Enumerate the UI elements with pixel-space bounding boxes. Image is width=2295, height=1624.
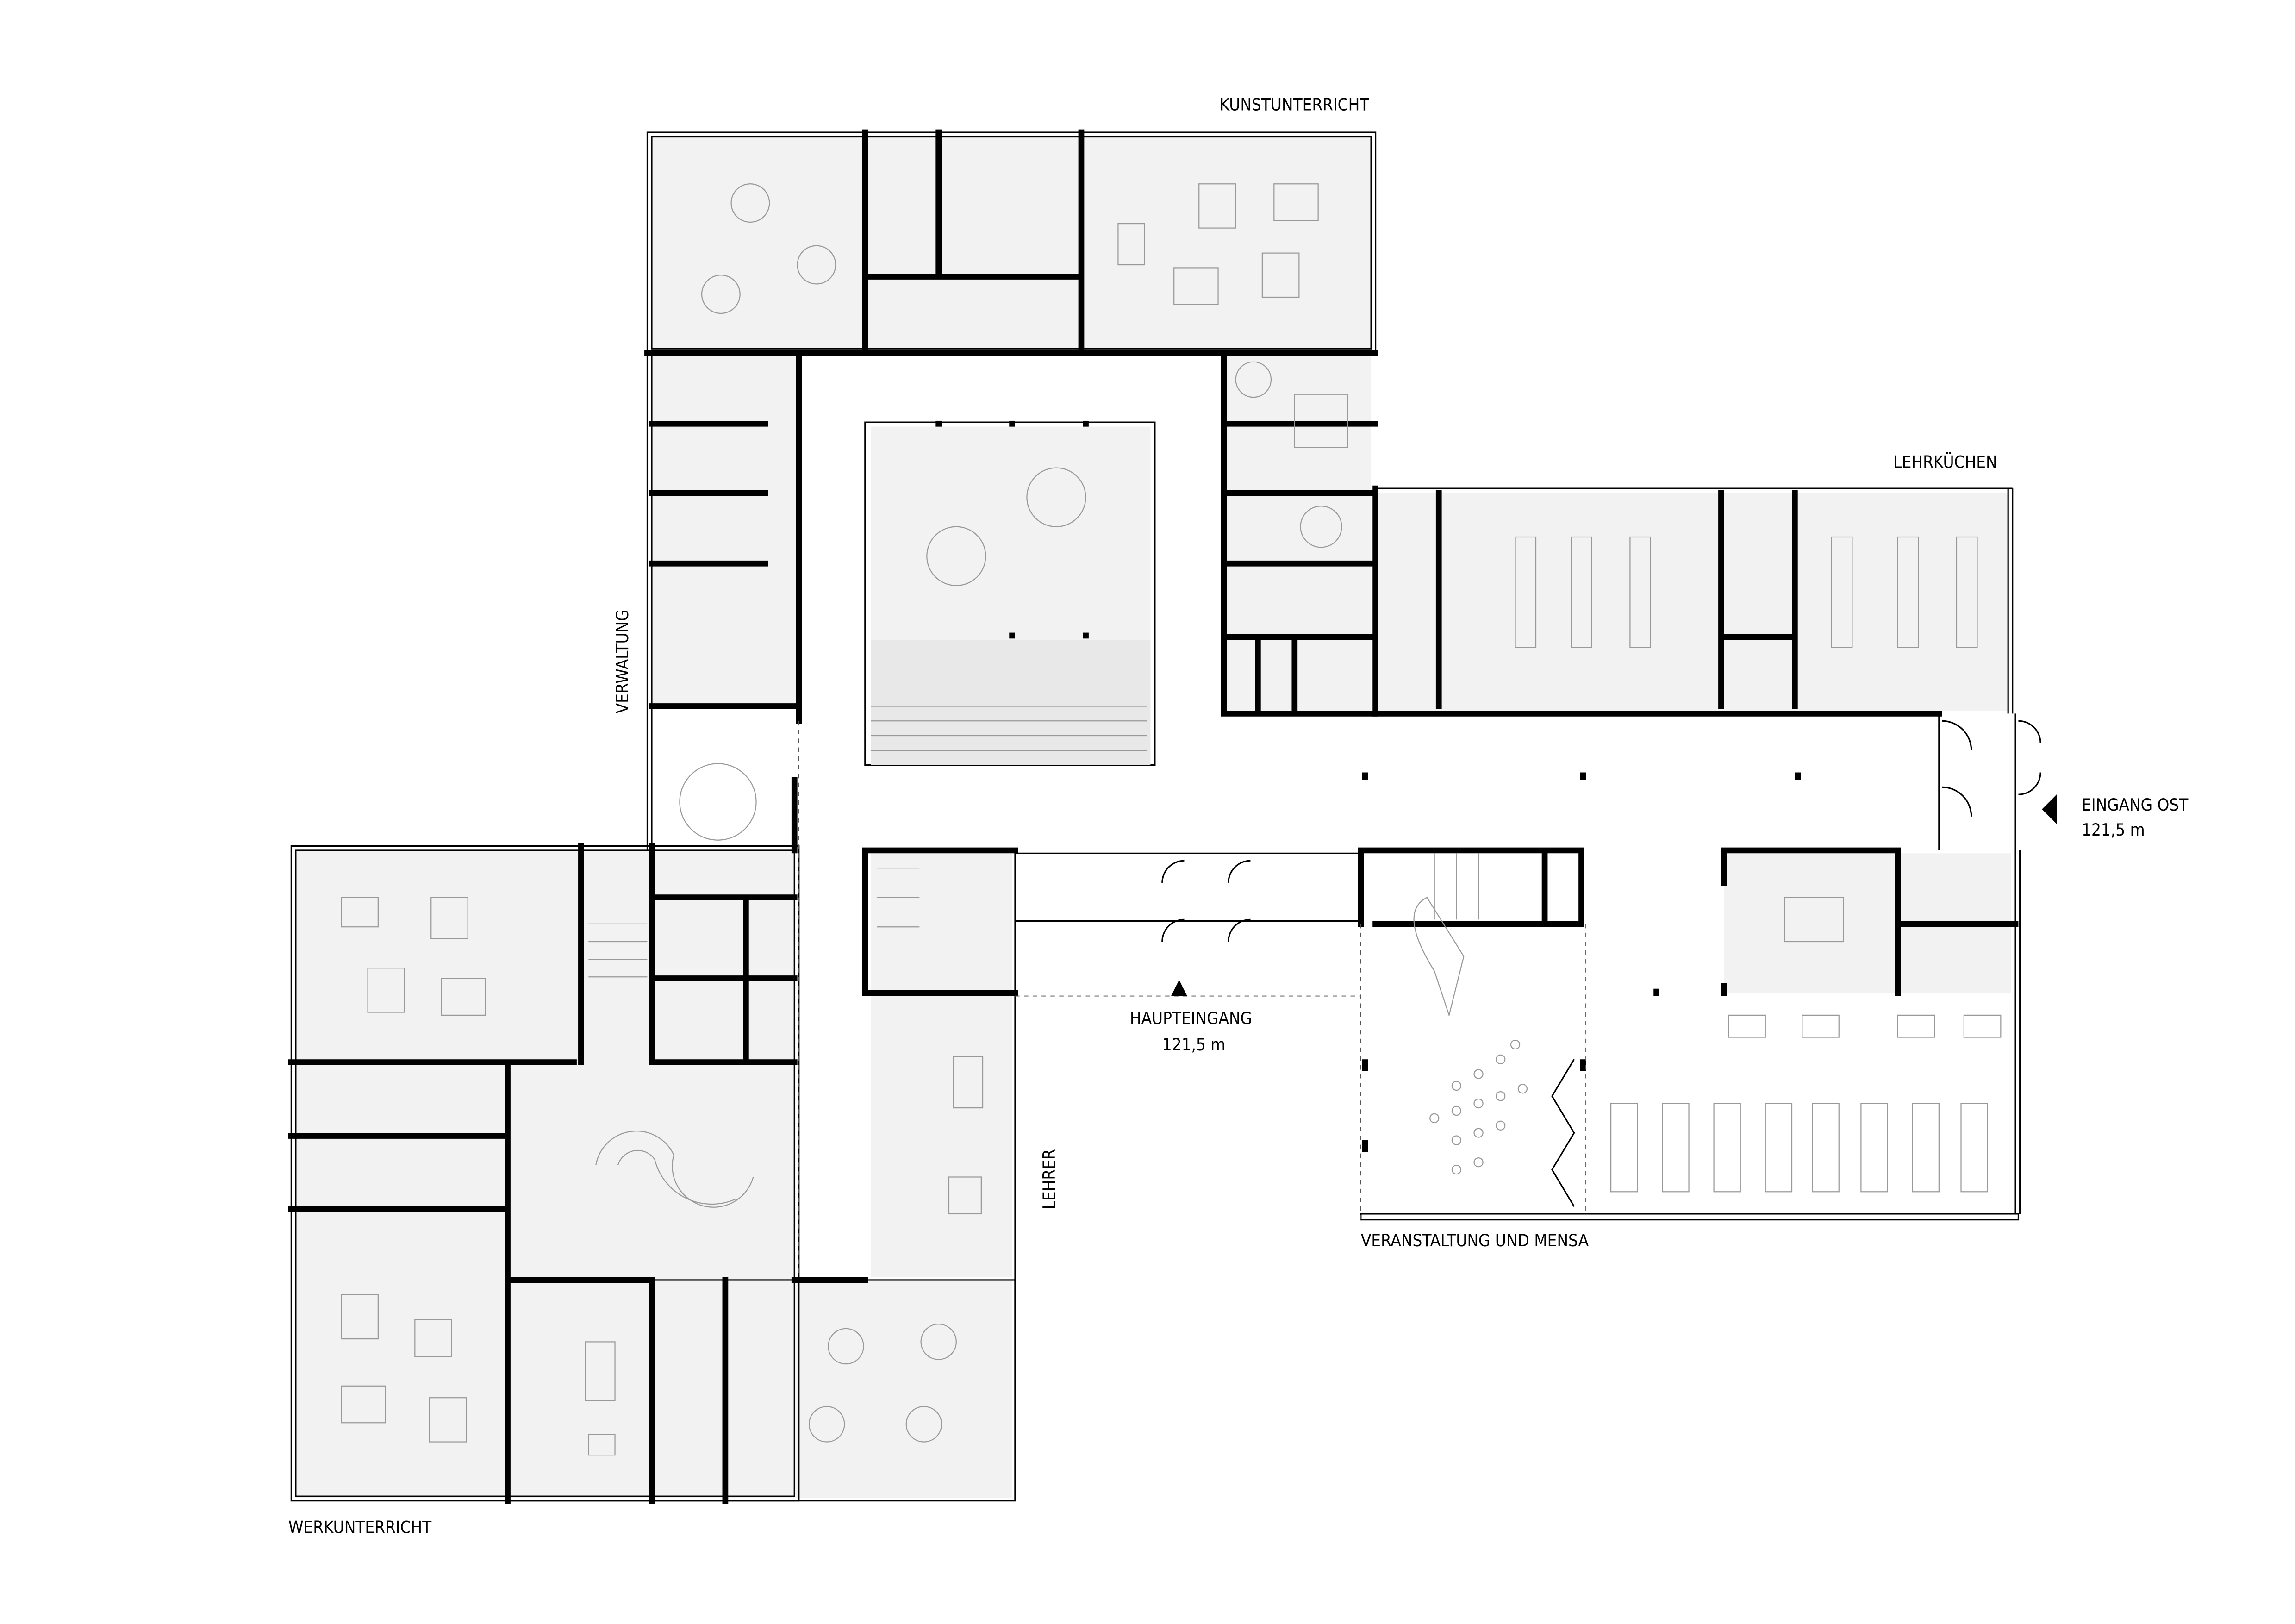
entrance-markers [798, 720, 2057, 1273]
label-haupteingang: HAUPTEINGANG [1130, 1008, 1252, 1028]
furniture [341, 183, 2002, 1456]
label-kunstunterricht: KUNSTUNTERRICHT [1220, 94, 1370, 114]
facade-lines [290, 131, 2021, 1502]
label-werkunterricht: WERKUNTERRICHT [288, 1518, 432, 1537]
label-verwaltung: VERWALTUNG [612, 609, 632, 713]
label-eingang-ost: EINGANG OST [2082, 795, 2189, 815]
label-eingang-ost-level: 121,5 m [2082, 820, 2145, 840]
chairs [1429, 1039, 1528, 1175]
label-veranstaltung-mensa: VERANSTALTUNG UND MENSA [1361, 1230, 1589, 1250]
stairs [588, 640, 1479, 978]
label-lehrkuechen: LEHRKÜCHEN [1893, 452, 1997, 472]
eingang-ost-arrow-icon [2042, 794, 2057, 824]
mensa-tables [1610, 1014, 2002, 1193]
walls [288, 129, 2019, 1504]
label-haupteingang-level: 121,5 m [1162, 1035, 1226, 1055]
label-lehrer: LEHRER [1039, 1149, 1059, 1209]
haupteingang-arrow-icon [1171, 980, 1187, 996]
columns [935, 420, 1801, 1152]
room-fills [295, 137, 2011, 1498]
